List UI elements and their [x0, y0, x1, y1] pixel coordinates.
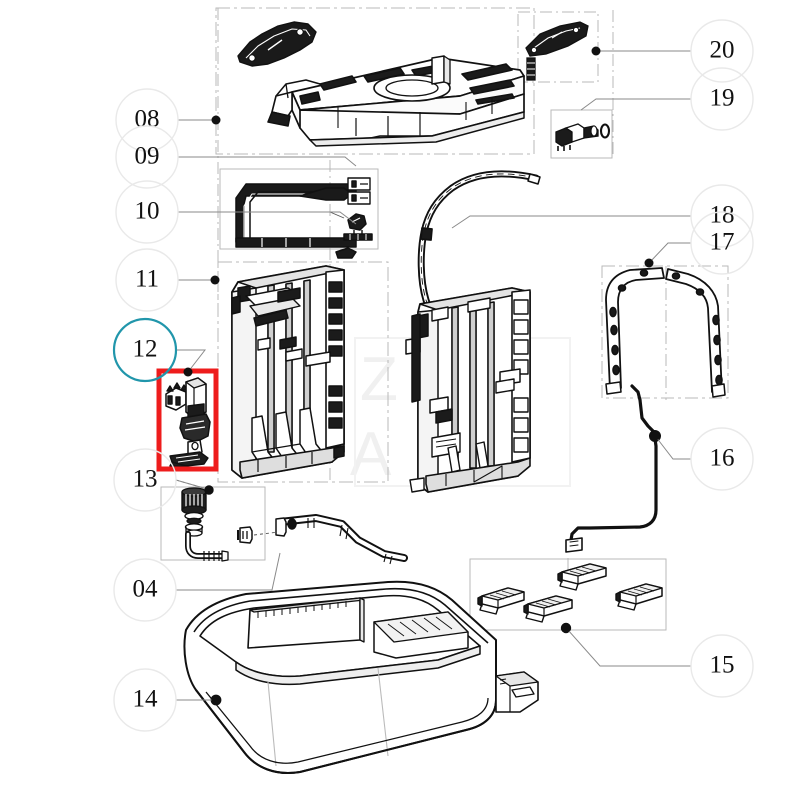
part-drain-hose — [237, 514, 408, 565]
callout-leaders — [175, 50, 691, 701]
callout-09[interactable]: 09 — [115, 125, 179, 189]
callout-label-14: 14 — [133, 686, 159, 713]
clip-2 — [557, 563, 607, 591]
callout-label-08: 08 — [135, 106, 160, 133]
callout-leader-15 — [567, 629, 691, 667]
clip-3 — [523, 595, 573, 623]
callout-circle-10[interactable] — [115, 180, 179, 244]
callout-18[interactable]: 18 — [690, 184, 754, 248]
frame-linkage — [517, 11, 599, 83]
callout-16[interactable]: 16 — [690, 427, 754, 491]
callout-leader-12 — [176, 349, 207, 373]
callout-12[interactable]: 12 — [112, 317, 178, 383]
callout-leader-04 — [176, 552, 281, 591]
callout-leader-13 — [175, 479, 208, 490]
callout-label-11: 11 — [135, 266, 159, 293]
frame-filter — [160, 486, 266, 561]
frame-top-cover — [215, 7, 535, 155]
callout-label-19: 19 — [710, 85, 735, 112]
callout-circle-17[interactable] — [690, 211, 754, 275]
callout-circle-04[interactable] — [113, 558, 177, 622]
callout-04[interactable]: 04 — [113, 558, 177, 622]
part-left-grille-panel — [231, 265, 345, 479]
part-right-grille-panel — [405, 287, 531, 493]
callout-dot-12 — [183, 367, 193, 377]
callout-label-12: 12 — [133, 336, 158, 363]
callout-circle-19[interactable] — [690, 67, 754, 131]
callout-circle-14[interactable] — [113, 668, 177, 732]
callout-circle-15[interactable] — [690, 634, 754, 698]
part-lower-tank-housing — [183, 580, 539, 774]
callout-19[interactable]: 19 — [690, 67, 754, 131]
callout-circle-08[interactable] — [115, 88, 179, 152]
frame-arch — [601, 265, 729, 399]
callout-leader-17 — [649, 242, 691, 263]
callout-11[interactable]: 11 — [115, 248, 179, 312]
callout-circle-09[interactable] — [115, 125, 179, 189]
callout-label-18: 18 — [710, 202, 735, 229]
part-linkage-detail — [525, 21, 589, 81]
callout-dot-16 — [650, 431, 660, 441]
callout-dot-13 — [204, 485, 214, 495]
callout-circle-13[interactable] — [113, 448, 177, 512]
callout-dot-17 — [644, 258, 654, 268]
callout-dot-20 — [591, 46, 601, 56]
callout-dot-11 — [210, 275, 220, 285]
callout-15[interactable]: 15 — [690, 634, 754, 698]
callout-08[interactable]: 08 — [115, 88, 179, 152]
callout-14[interactable]: 14 — [113, 668, 177, 732]
clip-4 — [615, 583, 663, 611]
callout-dots — [183, 46, 660, 705]
callout-13[interactable]: 13 — [113, 448, 177, 512]
part-valve-connector — [555, 123, 611, 151]
callout-dot-14 — [211, 695, 221, 705]
callout-leader-19 — [580, 98, 691, 111]
callout-17[interactable]: 17 — [690, 211, 754, 275]
callout-label-10: 10 — [135, 198, 160, 225]
part-bracket-arm — [235, 177, 373, 259]
callout-label-16: 16 — [710, 445, 735, 472]
callout-label-17: 17 — [710, 229, 735, 256]
callout-circle-11[interactable] — [115, 248, 179, 312]
part-linkage-arm-small — [237, 21, 317, 67]
callout-circle-12[interactable] — [112, 317, 178, 383]
part-top-cover-assembly — [237, 21, 525, 147]
callout-leader-16 — [655, 436, 691, 460]
callout-circle-20[interactable] — [690, 19, 754, 83]
callout-label-04: 04 — [133, 576, 159, 603]
callout-20[interactable]: 20 — [690, 19, 754, 83]
callout-circle-18[interactable] — [690, 184, 754, 248]
callout-leader-10 — [178, 211, 357, 225]
part-clip-set — [477, 563, 663, 634]
part-clamp-small — [343, 213, 373, 241]
part-cover-plate — [267, 55, 525, 147]
callout-label-09: 09 — [135, 143, 160, 170]
frame-bracket — [219, 168, 379, 250]
callout-dot-08 — [211, 115, 221, 125]
callout-10[interactable]: 10 — [115, 180, 179, 244]
callout-leader-09 — [178, 156, 357, 167]
callout-leader-18 — [451, 215, 691, 229]
clip-1 — [477, 587, 525, 615]
part-pump-motor-assembly — [165, 377, 211, 468]
callout-label-20: 20 — [710, 37, 735, 64]
callout-dot-15 — [561, 623, 571, 633]
part-arch-brackets — [605, 267, 726, 398]
callout-circle-16[interactable] — [690, 427, 754, 491]
callout-label-13: 13 — [133, 466, 158, 493]
callout-label-15: 15 — [710, 652, 735, 679]
